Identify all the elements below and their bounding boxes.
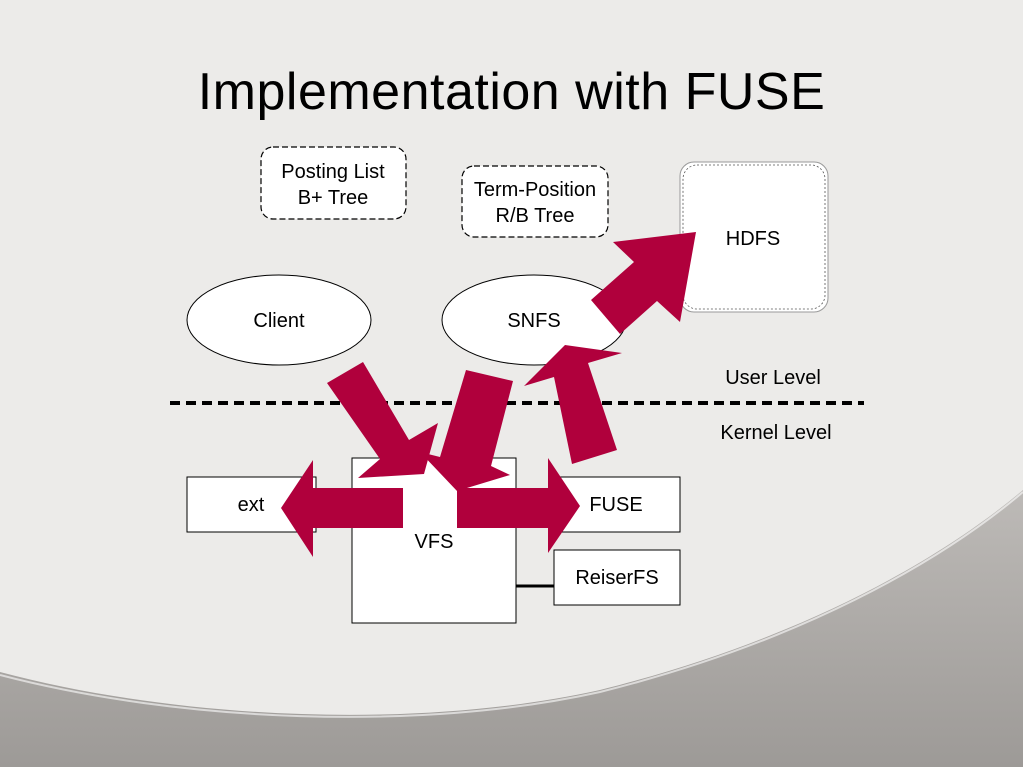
arrow-vfs-to-fuse bbox=[457, 458, 580, 553]
hdfs-box: HDFS bbox=[679, 161, 829, 313]
flow-arrows bbox=[281, 232, 696, 557]
user-level-label: User Level bbox=[725, 367, 821, 389]
reiserfs-box: ReiserFS bbox=[553, 549, 681, 606]
snfs-label: SNFS bbox=[507, 310, 560, 332]
kernel-level-label: Kernel Level bbox=[720, 422, 831, 444]
fuse-label: FUSE bbox=[589, 494, 642, 516]
arrow-snfs-to-hdfs bbox=[591, 232, 696, 334]
client-node: Client bbox=[186, 274, 372, 366]
reiserfs-label: ReiserFS bbox=[575, 567, 658, 589]
hdfs-label: HDFS bbox=[726, 228, 780, 250]
term-position-label-line1: Term-Position bbox=[474, 179, 596, 201]
arrow-fuse-to-snfs bbox=[524, 345, 622, 464]
posting-list-label-line2: B+ Tree bbox=[298, 187, 369, 209]
footer-swoosh bbox=[0, 490, 1023, 767]
arrow-snfs-to-vfs bbox=[420, 370, 513, 491]
vfs-label: VFS bbox=[415, 531, 454, 553]
slide-title: Implementation with FUSE bbox=[197, 63, 826, 121]
term-position-box: Term-Position R/B Tree bbox=[461, 165, 609, 238]
vfs-box: VFS bbox=[351, 457, 517, 624]
footer-swoosh-highlight bbox=[0, 491, 1023, 718]
posting-list-label-line1: Posting List bbox=[281, 161, 385, 183]
term-position-label-line2: R/B Tree bbox=[496, 205, 575, 227]
posting-list-box: Posting List B+ Tree bbox=[260, 146, 407, 220]
client-label: Client bbox=[253, 310, 305, 332]
arrow-client-to-vfs bbox=[327, 362, 438, 478]
snfs-node: SNFS bbox=[441, 274, 627, 366]
ext-label: ext bbox=[238, 494, 265, 516]
arrow-vfs-to-ext bbox=[281, 460, 403, 557]
